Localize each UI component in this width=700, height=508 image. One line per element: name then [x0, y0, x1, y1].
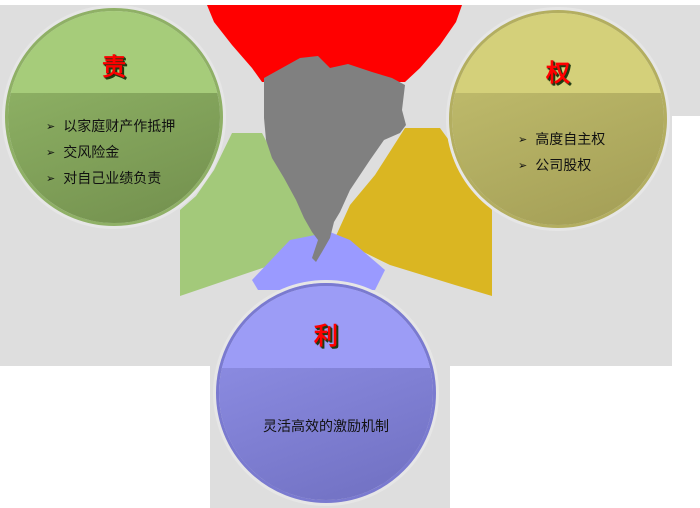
arrow-bullet-icon: ➢ [518, 158, 528, 172]
list-item: ➢ 对自己业绩负责 [46, 165, 175, 191]
list-item: ➢ 交风险金 [46, 139, 175, 165]
list-item-text: 以家庭财产作抵押 [63, 119, 176, 135]
circle-bottom-fill [452, 93, 664, 225]
arrow-bullet-icon: ➢ [46, 145, 56, 159]
circle-top-fill [452, 13, 664, 93]
circle-bottom-fill [8, 93, 220, 223]
circle-title-rights: 权 [546, 59, 570, 87]
rights-list: ➢ 高度自主权 ➢ 公司股权 [518, 126, 605, 178]
circle-benefits: 利 灵活高效的激励机制 [216, 283, 436, 503]
list-item: ➢ 以家庭财产作抵押 [46, 113, 175, 139]
responsibility-list: ➢ 以家庭财产作抵押 ➢ 交风险金 ➢ 对自己业绩负责 [46, 113, 175, 191]
list-item-text: 对自己业绩负责 [63, 171, 162, 187]
list-item-text: 交风险金 [63, 145, 120, 161]
arrow-bullet-icon: ➢ [46, 119, 56, 133]
arrow-bullet-icon: ➢ [46, 171, 56, 185]
center-gray-shape [264, 56, 406, 262]
circle-top-fill [219, 286, 433, 368]
circle-responsibility: 责 ➢ 以家庭财产作抵押 ➢ 交风险金 ➢ 对自己业绩负责 [5, 8, 223, 226]
circle-bottom-fill [219, 368, 433, 500]
circle-title-benefits: 利 [314, 322, 338, 350]
bottom-wedge [252, 232, 385, 290]
arrow-bullet-icon: ➢ [518, 132, 528, 146]
circle-top-fill [8, 11, 220, 93]
list-item-text: 高度自主权 [535, 132, 606, 148]
circle-title-responsibility: 责 [102, 53, 126, 81]
list-item: ➢ 高度自主权 [518, 126, 605, 152]
list-item: ➢ 公司股权 [518, 152, 605, 178]
circle-rights: 权 ➢ 高度自主权 ➢ 公司股权 [449, 10, 667, 228]
benefits-text: 灵活高效的激励机制 [263, 419, 389, 435]
top-wedge [207, 5, 462, 82]
list-item-text: 公司股权 [535, 158, 592, 174]
